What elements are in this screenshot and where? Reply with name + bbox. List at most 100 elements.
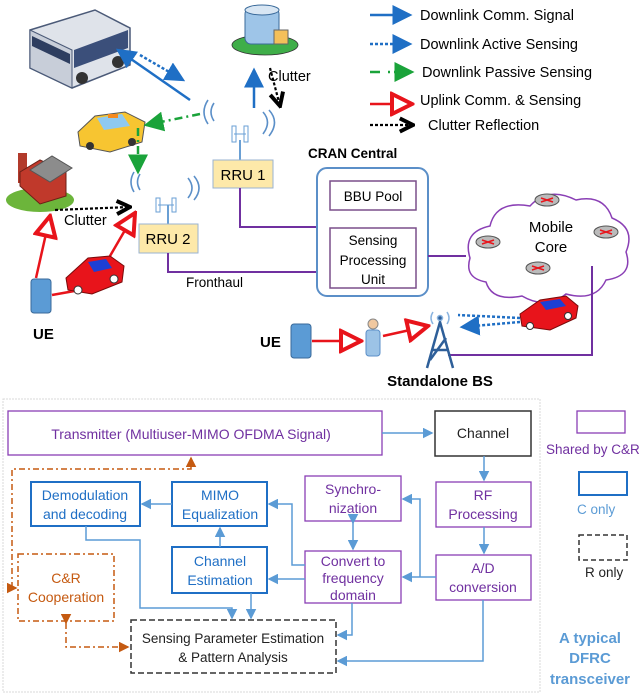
passive-sensing-taxi-arrow (143, 111, 201, 132)
key-shared-label: Shared by C&R (546, 442, 640, 457)
cr-spe-arrow (60, 614, 130, 653)
rf-label-2: Processing (448, 506, 517, 522)
convert-label-1: Convert to (321, 553, 386, 569)
active-sensing-echo-arrow (459, 315, 521, 336)
spe-label-2: & Pattern Analysis (178, 650, 288, 665)
cr-cooperation-box: C&R Cooperation (17, 553, 115, 622)
legend-label: Uplink Comm. & Sensing (420, 93, 581, 109)
legend-item-downlink-active: Downlink Active Sensing (370, 34, 578, 54)
bus-icon (29, 9, 131, 89)
barn-icon (6, 153, 74, 212)
legend-label: Clutter Reflection (428, 118, 539, 134)
key-r-label: R only (585, 565, 624, 580)
downlink-active-bus-arrow (139, 53, 186, 82)
bbu-pool-label: BBU Pool (344, 189, 403, 204)
clutter-label-left: Clutter (64, 213, 107, 229)
legend-label: Downlink Comm. Signal (420, 8, 574, 24)
taxi-icon (77, 111, 146, 153)
cr-label-2: Cooperation (28, 589, 104, 605)
spu-label-2: Processing (340, 253, 407, 268)
key-c-label: C only (577, 502, 616, 517)
uplink-rru2-arrow (108, 213, 135, 257)
channel-box: Channel (434, 410, 532, 457)
ad-spe-arrow (336, 600, 484, 667)
clutter-reflection-arrow-top (270, 67, 280, 106)
clutter-reflection-arrow-left (54, 207, 130, 210)
mimo-label-2: Equalization (182, 506, 258, 522)
rru1-label: RRU 1 (220, 167, 265, 184)
legend: Downlink Comm. Signal Downlink Active Se… (370, 5, 592, 134)
legend-item-uplink: Uplink Comm. & Sensing (370, 93, 581, 109)
cran-central-box: BBU Pool Sensing Processing Unit (316, 167, 429, 297)
key-r-only: R only (578, 534, 628, 580)
legend-item-downlink-passive: Downlink Passive Sensing (370, 62, 592, 82)
uplink-barn-arrow (36, 216, 50, 279)
legend-label: Downlink Active Sensing (420, 37, 578, 53)
rru2-box: RRU 2 (138, 223, 199, 254)
convert-label-2: frequency (322, 570, 383, 586)
sync-label-1: Synchro- (325, 481, 381, 497)
fronthaul-line-rru1 (239, 188, 318, 228)
cr-label-1: C&R (51, 570, 81, 586)
ue-label-left: UE (33, 326, 54, 343)
legend-item-downlink-comm: Downlink Comm. Signal (370, 5, 574, 25)
downlink-comm-bus-arrow (115, 48, 191, 102)
convert-spe-arrow (336, 603, 353, 641)
caption-line-3: transceiver (550, 671, 630, 688)
cell-tower-icon (425, 317, 455, 369)
sensing-param-estimation-box: Sensing Parameter Estimation & Pattern A… (130, 619, 337, 674)
phone-icon (30, 278, 52, 314)
chest-label-1: Channel (194, 553, 246, 569)
red-car-icon (519, 295, 579, 331)
transmitter-box: Transmitter (Multiuser-MIMO OFDMA Signal… (7, 410, 383, 456)
ad-conversion-box: A/D conversion (435, 554, 532, 601)
person-icon (365, 318, 381, 357)
spu-label-3: Unit (361, 272, 385, 287)
channel-label: Channel (457, 425, 509, 441)
rf-label-1: RF (474, 487, 493, 503)
spu-label-1: Sensing (349, 233, 398, 248)
key-shared: Shared by C&R (546, 410, 640, 457)
caption-line-2: DFRC (569, 650, 611, 667)
active-sensing-line (457, 313, 521, 320)
convert-mimo-arrow (267, 498, 305, 566)
convert-frequency-box: Convert to frequency domain (304, 550, 402, 604)
ad-label-2: conversion (449, 579, 517, 595)
cr-transmitter-arrow (11, 456, 197, 588)
sync-label-2: nization (329, 500, 377, 516)
building-icon (231, 4, 299, 56)
transmitter-label: Transmitter (Multiuser-MIMO OFDMA Signal… (51, 426, 331, 442)
legend-label: Downlink Passive Sensing (422, 65, 592, 81)
core-label-1: Mobile (529, 219, 573, 236)
synchronization-box: Synchro- nization (304, 475, 402, 522)
router-icon (475, 193, 619, 275)
chest-label-2: Estimation (187, 572, 252, 588)
spe-label-1: Sensing Parameter Estimation (142, 631, 324, 646)
demodulation-box: Demodulation and decoding (30, 481, 141, 527)
phone-icon (290, 323, 312, 359)
fronthaul-line-rru2 (167, 253, 318, 273)
core-label-2: Core (535, 239, 568, 256)
red-car-icon (65, 255, 125, 295)
core-bs-line (448, 266, 593, 356)
fronthaul-label: Fronthaul (186, 275, 243, 290)
ad-label-1: A/D (471, 560, 494, 576)
mimo-equalization-box: MIMO Equalization (171, 481, 268, 527)
convert-label-3: domain (330, 587, 376, 603)
standalone-bs-label: Standalone BS (387, 373, 493, 390)
cran-title: CRAN Central (308, 146, 397, 161)
channel-estimation-box: Channel Estimation (171, 546, 268, 594)
caption-line-1: A typical (559, 630, 621, 647)
rru1-box: RRU 1 (212, 159, 274, 189)
ad-sync-arrow (401, 493, 421, 577)
demod-label-2: and decoding (43, 506, 127, 522)
demod-label-1: Demodulation (42, 487, 128, 503)
legend-item-clutter-reflection: Clutter Reflection (370, 118, 539, 134)
rf-processing-box: RF Processing (435, 481, 532, 528)
demod-spe-arrow (85, 526, 238, 620)
rru2-label: RRU 2 (145, 231, 190, 248)
mobile-core-cloud: Mobile Core (467, 193, 630, 304)
wave-icon (130, 99, 276, 201)
ue-label-right: UE (260, 334, 281, 351)
